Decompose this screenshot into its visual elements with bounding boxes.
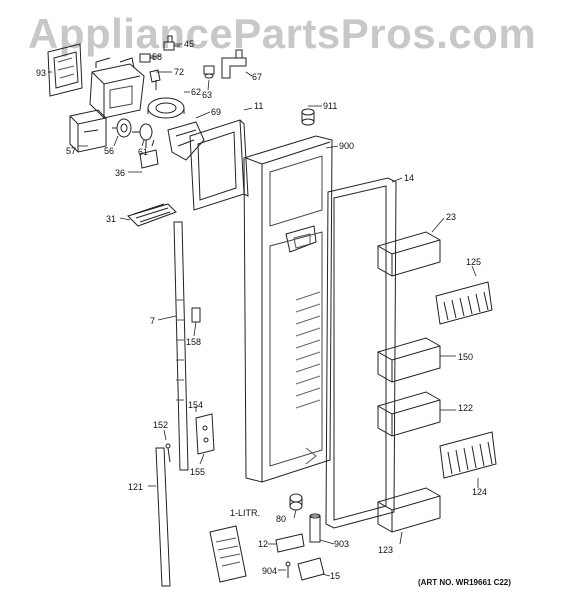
callout-150: 150 xyxy=(458,352,474,362)
part-150-bin xyxy=(378,338,440,382)
callout-11: 11 xyxy=(254,101,264,111)
part-154-bracket xyxy=(196,414,214,454)
callout-155: 155 xyxy=(190,467,206,477)
callout-36: 36 xyxy=(115,168,126,178)
part-57-motor xyxy=(70,110,106,152)
callout-69: 69 xyxy=(211,107,222,117)
callout-123: 123 xyxy=(378,545,394,555)
part-63-bushing xyxy=(204,66,214,78)
part-123-bin xyxy=(378,488,440,532)
callout-93: 93 xyxy=(36,68,47,78)
callout-72: 72 xyxy=(174,67,185,77)
callout-1-litr: 1-LITR. xyxy=(230,508,261,518)
part-158-bulb xyxy=(192,308,200,322)
callout-154: 154 xyxy=(188,400,204,410)
part-literature-booklet xyxy=(210,526,246,582)
part-69-funnel xyxy=(168,122,204,160)
part-122-bin xyxy=(378,392,440,436)
callout-67: 67 xyxy=(252,72,263,82)
dispenser-housing xyxy=(90,58,144,118)
callout-152: 152 xyxy=(153,420,169,430)
part-36-switch xyxy=(140,140,158,168)
part-152-screw xyxy=(166,444,170,462)
callout-15: 15 xyxy=(330,571,341,581)
callout-124: 124 xyxy=(472,487,488,497)
callout-904: 904 xyxy=(262,566,278,576)
part-15-bracket xyxy=(298,558,324,580)
part-121-strip xyxy=(156,448,170,586)
callout-58: 58 xyxy=(152,52,163,62)
callout-62: 62 xyxy=(191,87,202,97)
part-67-hinge xyxy=(222,50,246,78)
callout-14: 14 xyxy=(404,173,415,183)
callout-158: 158 xyxy=(186,337,202,347)
part-31-grille xyxy=(128,204,176,226)
part-12-bracket xyxy=(276,534,304,552)
callout-23: 23 xyxy=(446,212,457,222)
part-58-clip xyxy=(140,54,155,62)
callout-31: 31 xyxy=(106,214,117,224)
part-80-nut xyxy=(290,494,302,510)
part-900-door xyxy=(244,136,332,482)
callout-7: 7 xyxy=(150,316,156,326)
part-911-cap xyxy=(302,109,314,125)
callout-125: 125 xyxy=(466,257,482,267)
art-number: (ART NO. WR19661 C22) xyxy=(418,578,511,587)
part-56-gear xyxy=(112,119,131,137)
part-903-tube xyxy=(310,514,320,542)
callout-911: 911 xyxy=(323,101,338,111)
callout-121: 121 xyxy=(128,482,144,492)
part-61-gear xyxy=(132,124,152,140)
callout-45: 45 xyxy=(184,39,195,49)
part-7-strip xyxy=(174,222,188,470)
part-62-collar xyxy=(148,98,184,118)
part-72-lever xyxy=(150,70,160,90)
callout-900: 900 xyxy=(339,141,355,151)
callout-61: 61 xyxy=(138,147,149,157)
part-11-door-frame xyxy=(190,120,248,210)
callout-12: 12 xyxy=(258,539,269,549)
callout-57: 57 xyxy=(66,146,77,156)
callout-122: 122 xyxy=(458,403,474,413)
part-45-clip xyxy=(164,36,180,50)
part-124-rack xyxy=(440,432,496,478)
callout-63: 63 xyxy=(202,90,213,100)
part-14-gasket xyxy=(326,178,396,528)
callout-80: 80 xyxy=(276,514,287,524)
leader-lines xyxy=(48,44,478,576)
part-904-screw xyxy=(286,562,290,578)
callout-56: 56 xyxy=(104,146,115,156)
part-23-bin xyxy=(378,232,440,276)
part-125-rack xyxy=(436,282,492,324)
part-93-faceplate xyxy=(48,44,82,96)
watermark: AppliancePartsPros.com xyxy=(28,10,537,57)
callout-903: 903 xyxy=(334,539,350,549)
